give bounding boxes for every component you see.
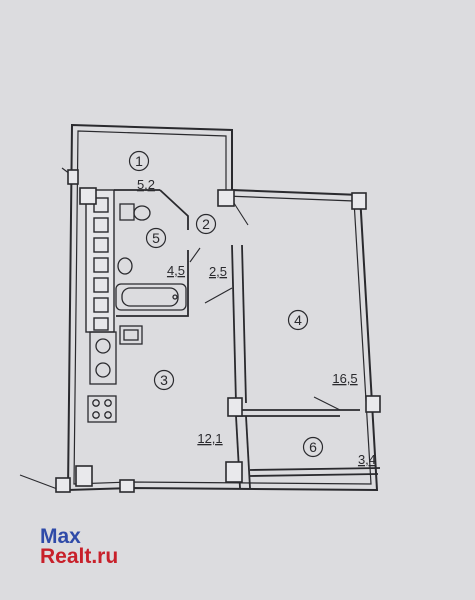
- room-1-number: 1: [135, 153, 143, 169]
- room-1-area: 5,2: [137, 177, 155, 192]
- room-6-number: 6: [309, 439, 317, 455]
- room-6-area: 3,4: [358, 452, 376, 467]
- bathroom-fixtures: [115, 203, 187, 311]
- room-3-area: 12,1: [197, 431, 222, 446]
- room-5-area: 4,5: [167, 263, 185, 278]
- room-number-markers: [128, 150, 324, 458]
- room-3-number: 3: [160, 372, 168, 388]
- wall-columns: [55, 169, 381, 493]
- maxrealt-logo: Max Realt.ru: [40, 525, 119, 568]
- door-swings: [19, 167, 341, 491]
- room-2-number: 2: [202, 216, 210, 232]
- logo-line-2: Realt.ru: [40, 545, 119, 568]
- interior-partitions: [114, 189, 360, 489]
- ventilation-shafts: [85, 189, 115, 333]
- room-5-number: 5: [152, 230, 160, 246]
- room-4-area: 16,5: [332, 371, 357, 386]
- room-2-area: 2,5: [209, 264, 227, 279]
- logo-line-1: Max: [40, 525, 81, 548]
- balcony-wall: [249, 467, 381, 477]
- kitchen-equipment: [87, 325, 143, 423]
- room-4-number: 4: [294, 312, 302, 328]
